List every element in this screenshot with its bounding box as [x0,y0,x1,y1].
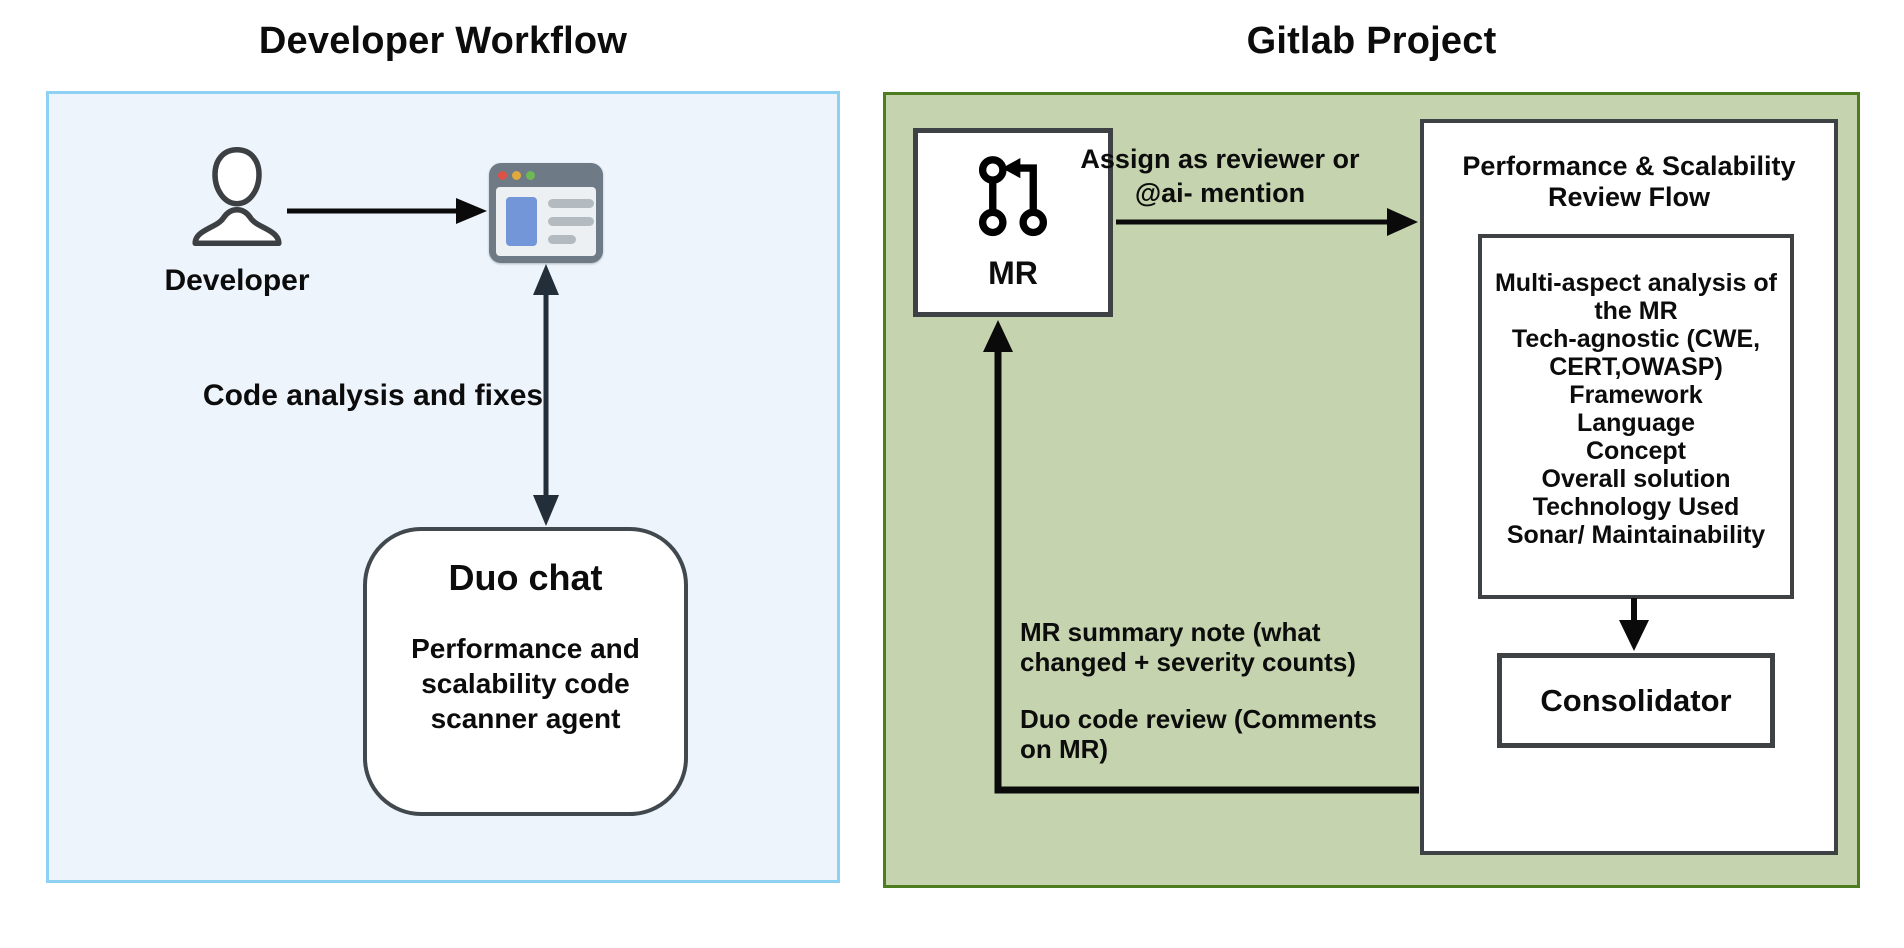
mr-icon-right-branch [1014,164,1037,212]
window-dot-red-icon [498,170,507,180]
mr-icon-right-commit [1019,208,1048,237]
left-panel-title: Developer Workflow [258,20,628,62]
duo-chat-title: Duo chat [448,557,603,598]
browser-sidebar-block [506,197,537,246]
assign-arrow-label: Assign as reviewer or @ai- mention [1080,144,1360,208]
browser-window-icon [489,163,603,263]
mr-node: MR [913,128,1113,317]
duo-code-review-arrow-label: Duo code review (Comments on MR) [1020,704,1377,764]
mr-icon-left-commit [978,208,1007,237]
mr-summary-arrow-label: MR summary note (what changed + severity… [1020,617,1356,677]
window-dot-green-icon [526,170,535,180]
mr-icon-top-commit [978,156,1007,184]
analysis-item: Tech-agnostic (CWE, CERT,OWASP) [1511,325,1761,381]
consolidator-label: Consolidator [1540,682,1732,718]
browser-body [496,187,596,256]
analysis-item: Overall solution [1541,465,1731,493]
analysis-item: Concept [1586,437,1686,465]
analysis-item: Framework [1569,381,1703,409]
browser-text-line [548,199,594,208]
developer-label: Developer [164,264,310,297]
review-flow-title: Performance & Scalability Review Flow [1462,151,1796,212]
duo-chat-node: Duo chat Performance and scalability cod… [363,527,688,816]
person-shoulders [192,207,282,247]
browser-text-line [548,217,594,226]
analysis-item: Technology Used [1532,493,1740,521]
analysis-item: Multi-aspect analysis of the MR [1494,269,1778,325]
window-dot-yellow-icon [512,170,521,180]
code-analysis-arrow-label: Code analysis and fixes [202,379,544,412]
analysis-item: Language [1576,409,1696,437]
browser-text-line [548,235,576,244]
browser-titlebar [489,163,603,187]
analysis-item: Sonar/ Maintainability [1506,521,1766,549]
mr-label: MR [988,255,1038,291]
mr-icon-arrowhead [1001,157,1021,179]
consolidator-node: Consolidator [1497,653,1775,748]
duo-chat-subtitle: Performance and scalability code scanner… [411,633,640,734]
person-icon [192,147,282,247]
right-panel-title: Gitlab Project [1246,20,1497,62]
merge-request-icon [978,156,1048,237]
person-head [212,147,262,207]
